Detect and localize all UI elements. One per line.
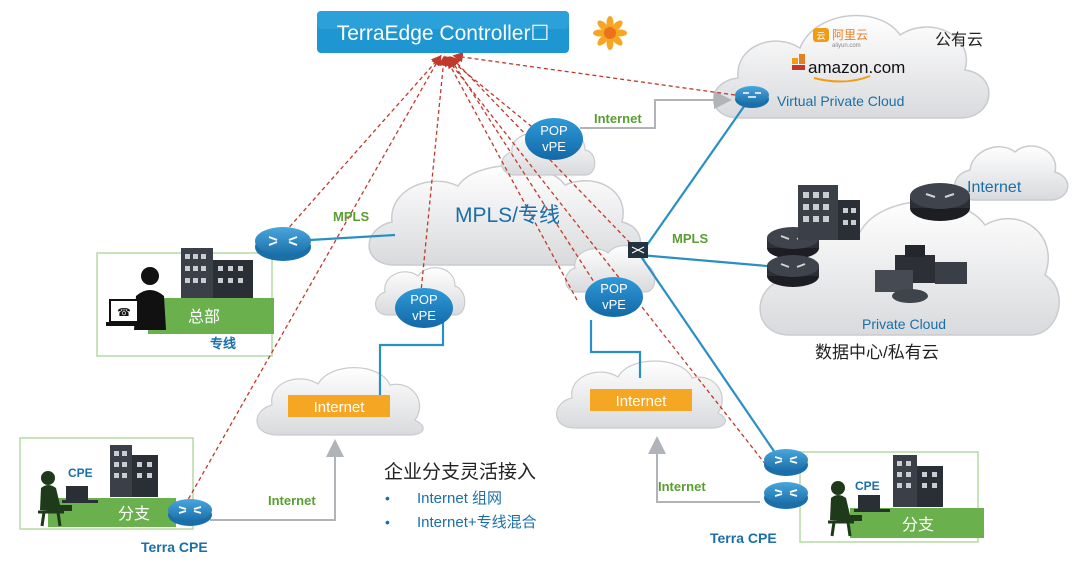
pop-top-line1: POP — [540, 123, 567, 138]
router-branch-left-icon — [168, 499, 212, 526]
amazon-text: amazon.com — [808, 58, 905, 77]
aliyun-subtext: aliyun.com — [832, 43, 861, 49]
svg-text:☎: ☎ — [117, 307, 131, 319]
pop-left-line2: vPE — [412, 308, 436, 323]
private-cloud-caption: 数据中心/私有云 — [815, 343, 939, 362]
branch-left-person-icon — [38, 471, 98, 527]
pop-top-line2: vPE — [542, 139, 566, 154]
router-vpc-icon — [735, 86, 769, 108]
private-cloud-label: Private Cloud — [862, 316, 946, 332]
svg-text:云: 云 — [816, 31, 825, 41]
building-branch-right-icon — [893, 455, 943, 507]
pop-top-node: POP vPE — [525, 118, 583, 160]
private-cloud-router-icon — [767, 183, 970, 287]
public-cloud-title: 公有云 — [935, 31, 983, 49]
mpls-cloud-label: MPLS/专线 — [455, 204, 560, 227]
hq-label: 总部 — [188, 308, 220, 326]
hq-person-icon: ☎ — [106, 267, 166, 330]
vpc-label: Virtual Private Cloud — [777, 93, 904, 109]
internet-arrows — [210, 91, 760, 521]
branch-left-device: Terra CPE — [141, 539, 208, 555]
link-label-mpls-hq: MPLS — [333, 209, 369, 224]
amazon-logo: amazon.com — [792, 54, 905, 83]
internet-left-label: Internet — [314, 399, 366, 416]
branch-right-device: Terra CPE — [710, 530, 777, 546]
pop-left-node: POP vPE — [395, 288, 453, 328]
pop-right-line2: vPE — [602, 297, 626, 312]
pop-right-node: POP vPE — [585, 277, 643, 317]
internet-right-label-box: Internet — [590, 389, 692, 411]
branch-right-box — [799, 451, 984, 543]
link-label-internet-branch-left: Internet — [268, 493, 316, 508]
branch-left-label: 分支 — [118, 505, 150, 523]
public-cloud — [712, 14, 990, 119]
feature-item-2: Internet+专线混合 — [417, 514, 537, 531]
controller-label: TerraEdge Controller☐ — [337, 22, 550, 45]
controller-node: TerraEdge Controller☐ — [317, 11, 569, 53]
router-branch-right-icon — [764, 449, 808, 509]
bullet-icon: • — [385, 490, 390, 506]
building-private-icon — [798, 185, 860, 240]
hq-sublabel: 专线 — [210, 336, 236, 351]
feature-list: • Internet 组网 • Internet+专线混合 — [385, 490, 537, 531]
internet-left-label-box: Internet — [288, 395, 390, 417]
sun-icon — [593, 16, 627, 50]
mpls-switch-icon — [628, 242, 648, 258]
bullet-icon: • — [385, 514, 390, 530]
building-branch-left-icon — [110, 445, 158, 497]
pop-right-line1: POP — [600, 281, 627, 296]
private-internet-label: Internet — [967, 179, 1022, 196]
feature-item-1: Internet 组网 — [417, 490, 502, 507]
branch-right-cpe: CPE — [855, 479, 880, 493]
link-label-internet-branch-right: Internet — [658, 479, 706, 494]
aliyun-logo: 云 阿里云 aliyun.com — [813, 28, 868, 49]
link-label-mpls-right: MPLS — [672, 231, 708, 246]
server-cluster-icon — [875, 245, 967, 303]
feature-title: 企业分支灵活接入 — [384, 461, 536, 483]
control-links — [184, 51, 771, 506]
aliyun-text: 阿里云 — [832, 28, 868, 42]
router-hq-icon — [255, 227, 311, 261]
building-hq-icon — [181, 248, 253, 298]
branch-right-label: 分支 — [902, 516, 934, 534]
internet-right-label: Internet — [616, 393, 668, 410]
private-cloud-internet-bubble — [954, 145, 1069, 201]
physical-links — [309, 94, 791, 461]
link-label-internet-vpc: Internet — [594, 111, 642, 126]
branch-right-person-icon — [828, 481, 890, 537]
pop-left-line1: POP — [410, 292, 437, 307]
branch-left-cpe: CPE — [68, 466, 93, 480]
